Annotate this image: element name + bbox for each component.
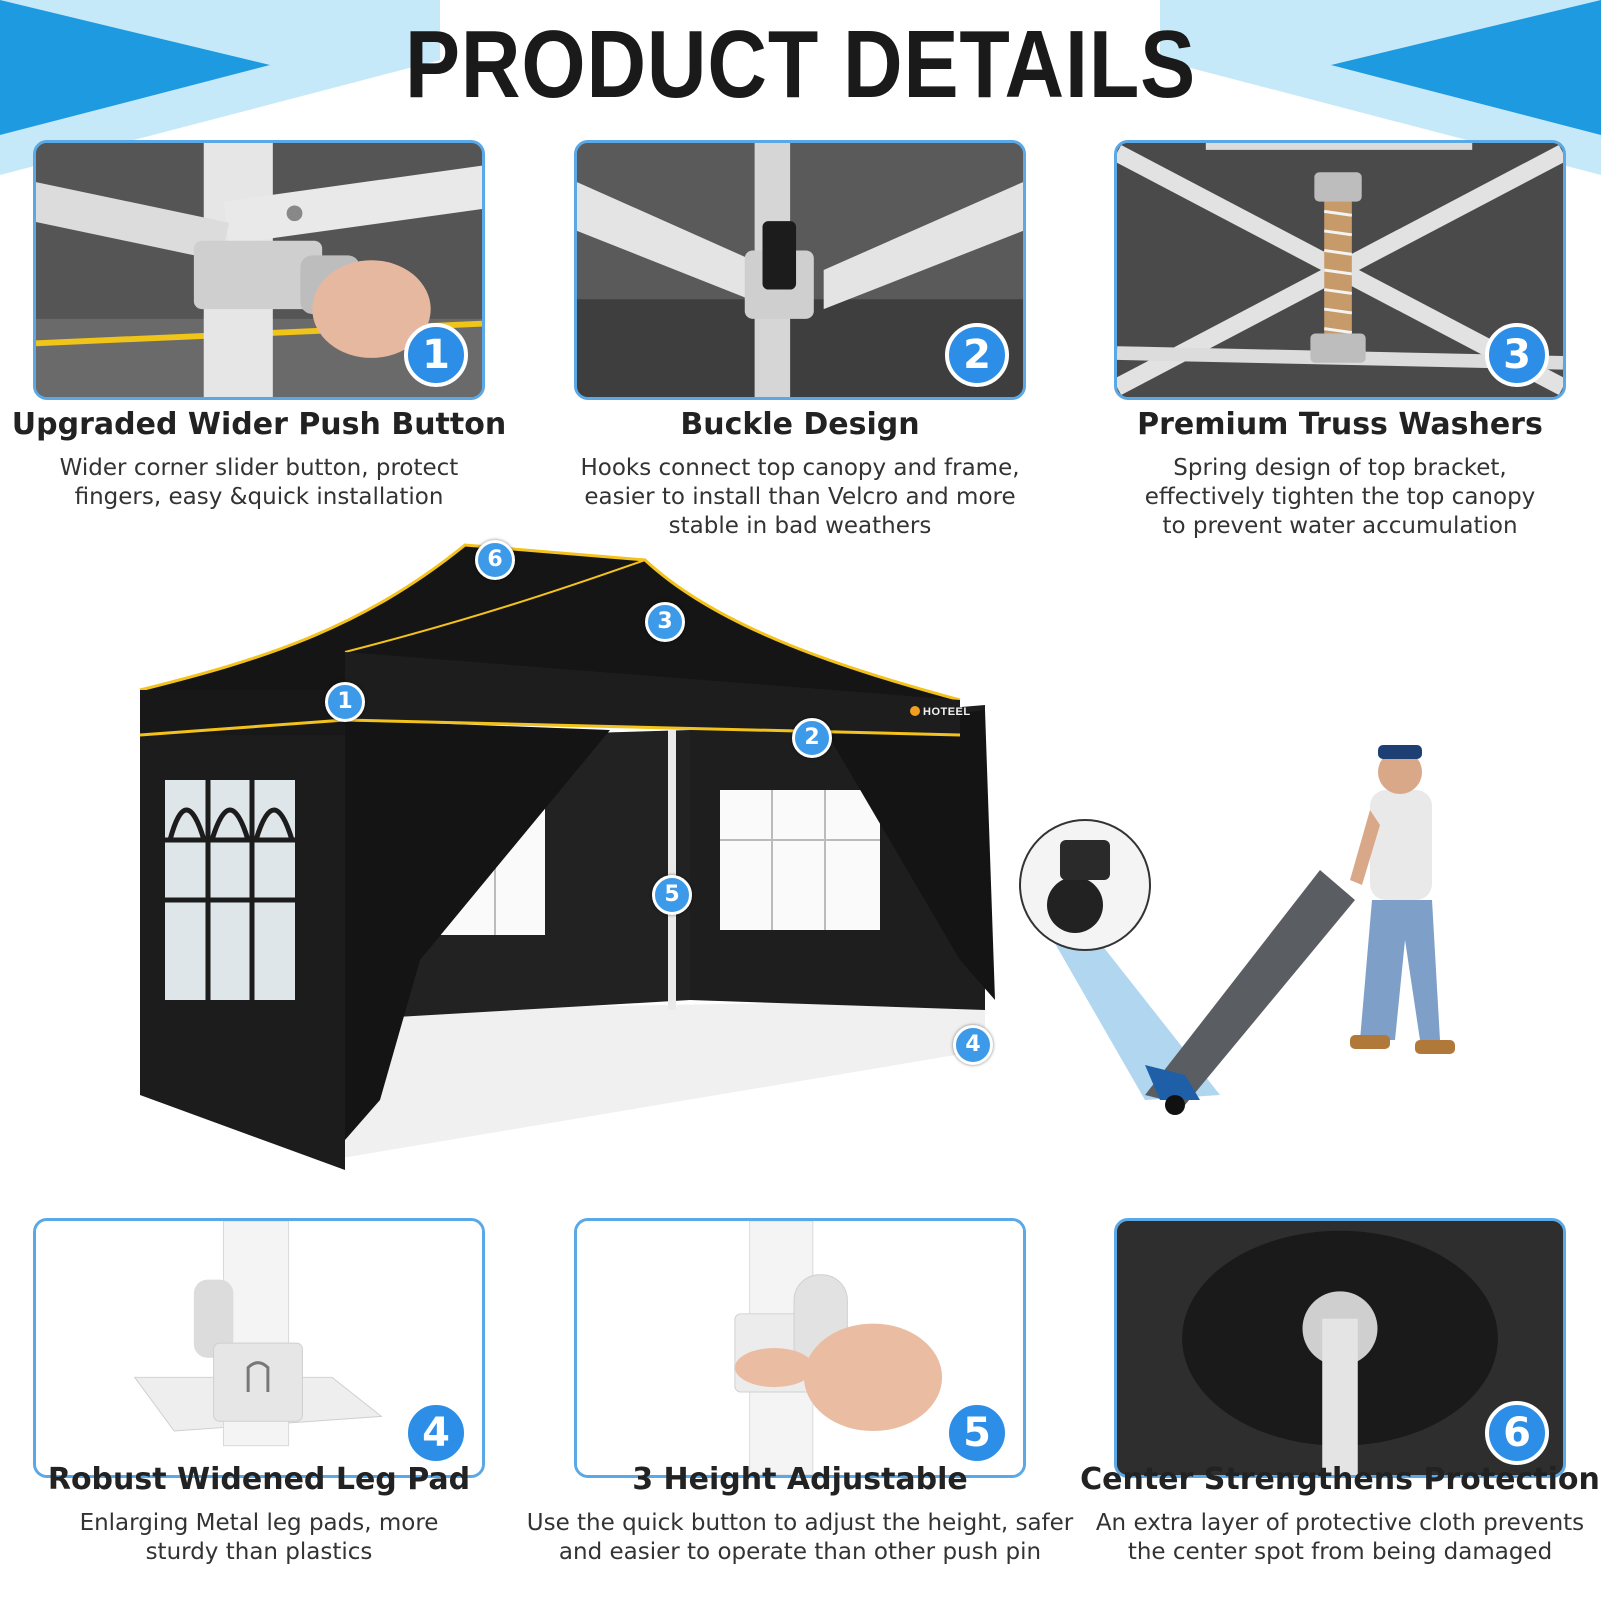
tent-marker-1: 1 (325, 682, 365, 722)
person-with-wheeled-carry-bag (1145, 745, 1455, 1115)
feature-number-badge: 2 (945, 323, 1009, 387)
desc-line: to prevent water accumulation (1162, 513, 1518, 539)
feature-number-badge: 3 (1485, 323, 1549, 387)
desc-line: and easier to operate than other push pi… (558, 1539, 1042, 1565)
desc-line: Use the quick button to adjust the heigh… (526, 1510, 1074, 1536)
feature-title-1: Upgraded Wider Push Button (11, 407, 507, 442)
tent-marker-3: 3 (645, 602, 685, 642)
brand-name: HOTEEL (923, 706, 971, 718)
desc-line: sturdy than plastics (145, 1539, 373, 1565)
feature-title-4: Robust Widened Leg Pad (47, 1462, 471, 1497)
feature-number-badge: 1 (404, 323, 468, 387)
feature-card-1: 1 (33, 140, 485, 400)
feature-desc-5: Use the quick button to adjust the heigh… (520, 1509, 1080, 1567)
center-protection-photo (1117, 1221, 1563, 1475)
page-title: PRODUCT DETAILS (404, 11, 1197, 118)
header-banner (0, 0, 1601, 175)
feature-number-badge: 6 (1485, 1401, 1549, 1465)
desc-line: Enlarging Metal leg pads, more (79, 1510, 439, 1536)
feature-desc-1: Wider corner slider button, protect fing… (0, 454, 529, 512)
feature-number-badge: 5 (945, 1401, 1009, 1465)
tent-scene: 6 3 1 2 5 4 HOTEEL (0, 540, 1601, 1200)
feature-card-4: 4 (33, 1218, 485, 1478)
feature-title-3: Premium Truss Washers (1137, 407, 1543, 442)
tent-marker-4: 4 (953, 1025, 993, 1065)
brand-logo-icon (910, 706, 920, 716)
desc-line: Hooks connect top canopy and frame, (580, 455, 1020, 481)
desc-line: effectively tighten the top canopy (1144, 484, 1536, 510)
desc-line: stable in bad weathers (668, 513, 932, 539)
feature-card-2: 2 (574, 140, 1026, 400)
desc-line: easier to install than Velcro and more (584, 484, 1016, 510)
feature-card-3: 3 (1114, 140, 1566, 400)
feature-desc-3: Spring design of top bracket, effectivel… (1070, 454, 1601, 541)
tent-brand-logo: HOTEEL (910, 706, 971, 718)
feature-title-5: 3 Height Adjustable (632, 1462, 968, 1497)
feature-title-6: Center Strengthens Protection (1080, 1462, 1600, 1497)
feature-desc-6: An extra layer of protective cloth preve… (1070, 1509, 1601, 1567)
feature-desc-4: Enlarging Metal leg pads, more sturdy th… (0, 1509, 529, 1567)
feature-desc-2: Hooks connect top canopy and frame, easi… (530, 454, 1070, 541)
feature-card-6: 6 (1114, 1218, 1566, 1478)
tent-marker-5: 5 (652, 875, 692, 915)
feature-number-badge: 4 (404, 1401, 468, 1465)
desc-line: fingers, easy &quick installation (74, 484, 444, 510)
feature-card-5: 5 (574, 1218, 1026, 1478)
desc-line: Spring design of top bracket, (1173, 455, 1507, 481)
desc-line: An extra layer of protective cloth preve… (1095, 1510, 1585, 1536)
desc-line: Wider corner slider button, protect (59, 455, 459, 481)
desc-line: the center spot from being damaged (1127, 1539, 1553, 1565)
banner-arrow-right (1331, 0, 1601, 135)
pop-up-canopy-tent (139, 543, 1455, 1170)
tent-marker-2: 2 (792, 718, 832, 758)
feature-title-2: Buckle Design (680, 407, 920, 442)
banner-arrow-left (0, 0, 270, 135)
tent-marker-6: 6 (475, 540, 515, 580)
